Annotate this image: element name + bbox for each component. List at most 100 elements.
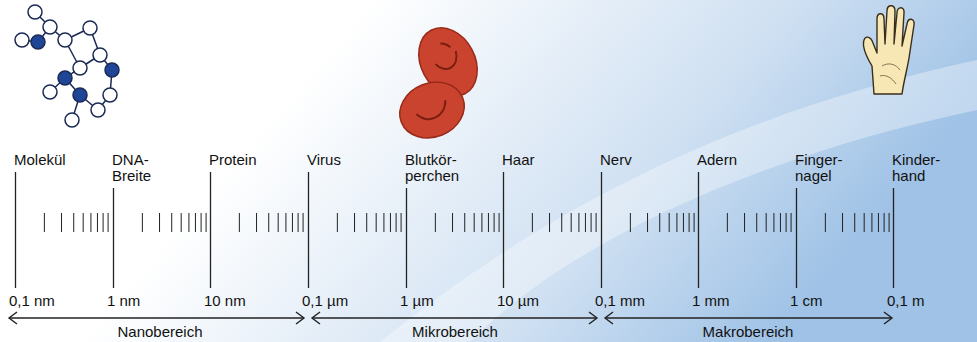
object-label: Protein — [209, 152, 257, 168]
minor-tick — [854, 213, 855, 232]
major-tick — [796, 188, 797, 288]
minor-tick — [201, 213, 202, 232]
minor-tick — [773, 213, 774, 232]
object-label: Haar — [502, 152, 535, 168]
minor-tick — [780, 213, 781, 232]
object-label: Virus — [307, 152, 341, 168]
minor-tick — [694, 213, 695, 232]
minor-tick — [435, 213, 436, 232]
minor-tick — [756, 213, 757, 232]
minor-tick — [474, 213, 475, 232]
hand-illustration — [863, 6, 914, 94]
minor-tick — [103, 213, 104, 232]
minor-tick — [44, 213, 45, 232]
minor-tick — [464, 213, 465, 232]
arrow-head — [296, 312, 304, 324]
minor-tick — [659, 213, 660, 232]
range-label: Mikrobereich — [412, 324, 498, 340]
scale-value: 1 µm — [400, 293, 434, 309]
scale-value: 10 µm — [497, 293, 539, 309]
minor-tick — [452, 213, 453, 232]
minor-tick — [285, 213, 286, 232]
minor-tick — [181, 213, 182, 232]
minor-tick — [561, 213, 562, 232]
minor-tick — [884, 213, 885, 232]
scale-value: 1 mm — [692, 293, 730, 309]
minor-tick — [791, 213, 792, 232]
minor-tick — [278, 213, 279, 232]
minor-tick — [878, 213, 879, 232]
minor-tick — [488, 213, 489, 232]
minor-tick — [337, 213, 338, 232]
minor-tick — [744, 213, 745, 232]
minor-tick — [825, 213, 826, 232]
scale-value: 1 cm — [790, 293, 823, 309]
minor-tick — [766, 213, 767, 232]
minor-tick — [73, 213, 74, 232]
minor-tick — [142, 213, 143, 232]
range-label: Nanobereich — [117, 324, 202, 340]
minor-tick — [188, 213, 189, 232]
minor-tick — [383, 213, 384, 232]
minor-tick — [401, 213, 402, 232]
object-label: Kinder- hand — [892, 152, 940, 184]
minor-tick — [630, 213, 631, 232]
minor-tick — [676, 213, 677, 232]
arrow-head — [589, 312, 597, 324]
minor-tick — [108, 213, 109, 232]
scale-value: 0,1 m — [887, 293, 925, 309]
minor-tick — [354, 213, 355, 232]
minor-tick — [206, 213, 207, 232]
minor-tick — [268, 213, 269, 232]
object-label: Finger- nagel — [795, 152, 843, 184]
minor-tick — [195, 213, 196, 232]
minor-tick — [481, 213, 482, 232]
minor-tick — [396, 213, 397, 232]
minor-tick — [532, 213, 533, 232]
minor-tick — [842, 213, 843, 232]
major-tick — [893, 188, 894, 288]
minor-tick — [596, 213, 597, 232]
minor-tick — [727, 213, 728, 232]
minor-tick — [585, 213, 586, 232]
minor-tick — [390, 213, 391, 232]
minor-tick — [683, 213, 684, 232]
object-label: Adern — [697, 152, 737, 168]
major-tick — [698, 172, 699, 288]
object-label: Blutkör- perchen — [405, 152, 459, 184]
range-label: Makrobereich — [703, 324, 794, 340]
minor-tick — [889, 213, 890, 232]
minor-tick — [647, 213, 648, 232]
major-tick — [601, 172, 602, 288]
minor-tick — [83, 213, 84, 232]
scale-value: 0,1 µm — [302, 293, 348, 309]
object-label: DNA- Breite — [112, 152, 151, 184]
minor-tick — [292, 213, 293, 232]
minor-tick — [549, 213, 550, 232]
minor-tick — [871, 213, 872, 232]
major-tick — [15, 172, 16, 288]
arrow-head — [605, 312, 613, 324]
range-line — [9, 317, 304, 318]
minor-tick — [786, 213, 787, 232]
blood-cells-illustration — [391, 18, 488, 148]
minor-tick — [499, 213, 500, 232]
major-tick — [406, 188, 407, 288]
major-tick — [503, 172, 504, 288]
minor-tick — [298, 213, 299, 232]
minor-tick — [90, 213, 91, 232]
minor-tick — [571, 213, 572, 232]
minor-tick — [591, 213, 592, 232]
scale-value: 0,1 mm — [595, 293, 645, 309]
minor-tick — [376, 213, 377, 232]
arrow-head — [9, 312, 17, 324]
range-arrow — [605, 312, 892, 324]
minor-tick — [239, 213, 240, 232]
minor-tick — [159, 213, 160, 232]
minor-tick — [256, 213, 257, 232]
minor-tick — [61, 213, 62, 232]
minor-tick — [366, 213, 367, 232]
object-label: Molekül — [14, 152, 66, 168]
